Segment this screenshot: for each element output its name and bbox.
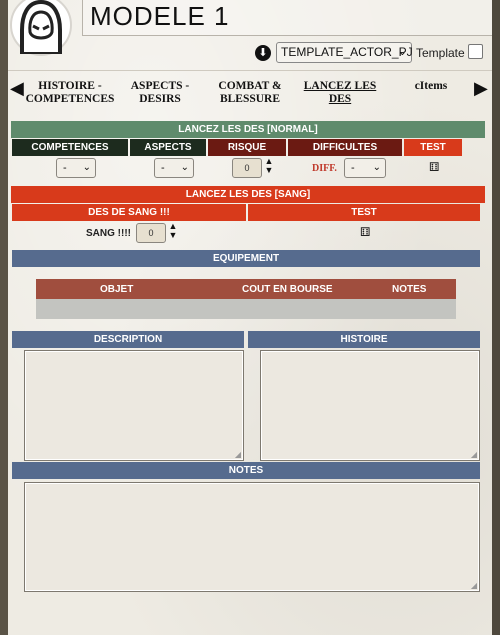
character-sheet: MODELE 1 ⬇ TEMPLATE_ACTOR_PJ ⌄ Template …: [8, 0, 492, 635]
sang-label: SANG !!!!: [86, 228, 131, 239]
roll-sang-title: LANCEZ LES DES [SANG]: [11, 186, 485, 203]
description-textarea[interactable]: ◢: [24, 350, 244, 461]
template-label: Template: [416, 46, 465, 60]
resize-grip-icon: ◢: [470, 581, 477, 590]
sang-input[interactable]: 0: [136, 223, 166, 243]
equipement-row[interactable]: [36, 299, 456, 319]
dice-icon[interactable]: ⚅: [360, 225, 371, 239]
page-title: MODELE 1: [90, 1, 230, 31]
hooded-figure-icon: [20, 0, 62, 56]
col-test: TEST: [404, 139, 462, 156]
tab-lancez-les-des[interactable]: LANCEZ LES DES: [303, 80, 377, 105]
notes-textarea[interactable]: ◢: [24, 482, 480, 592]
histoire-title: HISTOIRE: [248, 331, 480, 348]
col-difficultes: DIFFICULTES: [288, 139, 402, 156]
chevron-down-icon: ⌄: [397, 46, 407, 58]
arrow-right-icon[interactable]: ▶: [474, 78, 488, 98]
tab-citems[interactable]: cItems: [414, 80, 448, 92]
equipement-title: EQUIPEMENT: [12, 250, 480, 267]
competences-select[interactable]: - ⌄: [56, 158, 96, 178]
chevron-down-icon: ⌄: [180, 162, 189, 173]
risque-stepper[interactable]: ▲▼: [264, 156, 274, 175]
aspects-select[interactable]: - ⌄: [154, 158, 194, 178]
difficultes-select-value: -: [351, 162, 355, 174]
roll-normal-title: LANCEZ LES DES [NORMAL]: [11, 121, 485, 138]
arrow-left-icon[interactable]: ◀: [10, 78, 24, 98]
avatar[interactable]: [10, 0, 72, 56]
col-risque: RISQUE: [208, 139, 286, 156]
histoire-textarea[interactable]: ◢: [260, 350, 480, 461]
col-notes: NOTES: [392, 284, 427, 295]
notes-title: NOTES: [12, 462, 480, 479]
dice-icon[interactable]: ⚅: [429, 160, 440, 174]
chevron-down-icon: ⌄: [82, 162, 91, 173]
col-objet: OBJET: [100, 284, 134, 295]
resize-grip-icon: ◢: [470, 450, 477, 459]
col-test-sang: TEST: [248, 204, 480, 221]
template-select-value: TEMPLATE_ACTOR_PJ: [281, 45, 413, 59]
tab-combat-blessure[interactable]: COMBAT & BLESSURE: [218, 80, 282, 105]
chevron-down-icon: ⌄: [372, 162, 381, 173]
template-select[interactable]: TEMPLATE_ACTOR_PJ ⌄: [276, 42, 413, 63]
tab-aspects-desirs[interactable]: ASPECTS - DESIRS: [130, 80, 190, 105]
equipement-header-row: OBJET COUT EN BOURSE NOTES: [36, 279, 456, 299]
scrollbar[interactable]: [492, 0, 500, 635]
download-icon[interactable]: ⬇: [255, 45, 271, 61]
tab-histoire-competences[interactable]: HISTOIRE - COMPETENCES: [25, 80, 115, 105]
template-checkbox[interactable]: [468, 44, 483, 59]
resize-grip-icon: ◢: [234, 450, 241, 459]
difficultes-select[interactable]: - ⌄: [344, 158, 386, 178]
title-field[interactable]: [82, 0, 492, 36]
sang-stepper[interactable]: ▲▼: [168, 221, 178, 240]
col-des-de-sang: DES DE SANG !!!: [12, 204, 246, 221]
competences-select-value: -: [63, 162, 67, 174]
col-competences: COMPETENCES: [12, 139, 128, 156]
aspects-select-value: -: [161, 162, 165, 174]
divider: [8, 70, 492, 71]
risque-input[interactable]: 0: [232, 158, 262, 178]
diff-label: DIFF.: [312, 163, 337, 174]
description-title: DESCRIPTION: [12, 331, 244, 348]
col-cout-en-bourse: COUT EN BOURSE: [242, 284, 333, 295]
col-aspects: ASPECTS: [130, 139, 206, 156]
